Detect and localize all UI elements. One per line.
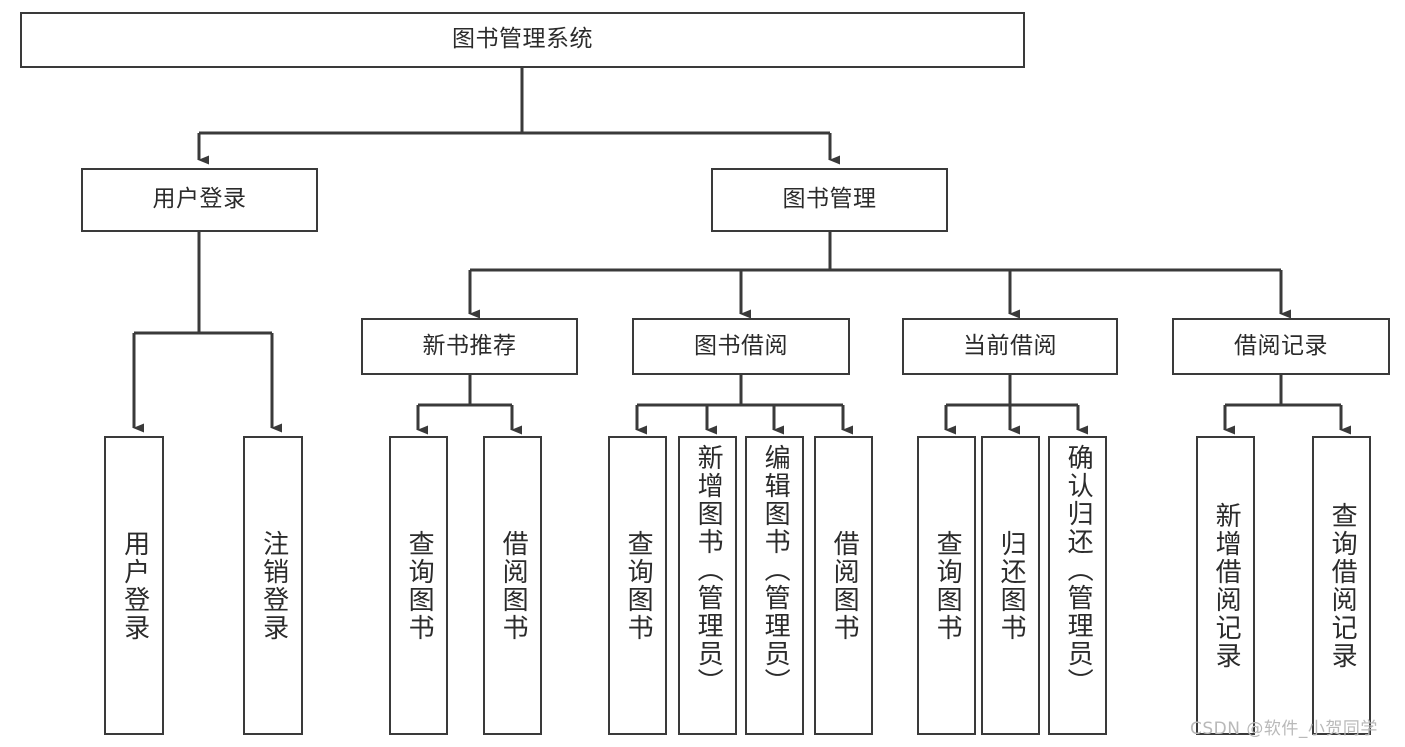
node-leaf-confirm-return[interactable]: 确认归还（管理员） — [1048, 436, 1107, 735]
node-book-management[interactable]: 图书管理 — [711, 168, 948, 232]
node-leaf-add-record[interactable]: 新增借阅记录 — [1196, 436, 1255, 735]
node-leaf-borrow-book-2[interactable]: 借阅图书 — [814, 436, 873, 735]
node-borrow-record-label: 借阅记录 — [1234, 332, 1328, 359]
node-leaf-query-book-3[interactable]: 查询图书 — [917, 436, 976, 735]
node-book-borrow-label: 图书借阅 — [694, 332, 788, 359]
node-leaf-query-book-1-label: 查询图书 — [404, 529, 435, 642]
node-leaf-query-record-label: 查询借阅记录 — [1327, 501, 1358, 670]
node-leaf-return-book-label: 归还图书 — [996, 529, 1027, 642]
node-leaf-borrow-book-2-label: 借阅图书 — [829, 529, 860, 642]
node-root-label: 图书管理系统 — [452, 26, 593, 53]
node-leaf-add-book-label: 新增图书（管理员） — [693, 444, 724, 696]
node-leaf-confirm-return-label: 确认归还（管理员） — [1063, 444, 1094, 696]
watermark-text: CSDN @软件_小贺同学 — [1190, 719, 1378, 739]
node-root[interactable]: 图书管理系统 — [20, 12, 1025, 68]
node-leaf-query-book-2-label: 查询图书 — [623, 529, 654, 642]
node-user-login[interactable]: 用户登录 — [81, 168, 318, 232]
node-leaf-query-book-3-label: 查询图书 — [932, 529, 963, 642]
node-current-borrow-label: 当前借阅 — [963, 332, 1057, 359]
node-leaf-query-record[interactable]: 查询借阅记录 — [1312, 436, 1371, 735]
node-leaf-borrow-book-1[interactable]: 借阅图书 — [483, 436, 542, 735]
node-leaf-add-record-label: 新增借阅记录 — [1211, 501, 1242, 670]
node-book-borrow[interactable]: 图书借阅 — [632, 318, 850, 375]
node-user-login-label: 用户登录 — [152, 186, 247, 213]
node-leaf-edit-book[interactable]: 编辑图书（管理员） — [745, 436, 804, 735]
node-leaf-user-login-label: 用户登录 — [119, 529, 150, 642]
node-leaf-logout-login-label: 注销登录 — [258, 529, 289, 642]
node-leaf-user-login[interactable]: 用户登录 — [104, 436, 164, 735]
node-current-borrow[interactable]: 当前借阅 — [902, 318, 1118, 375]
node-leaf-logout-login[interactable]: 注销登录 — [243, 436, 303, 735]
node-leaf-query-book-2[interactable]: 查询图书 — [608, 436, 667, 735]
node-leaf-borrow-book-1-label: 借阅图书 — [498, 529, 529, 642]
node-leaf-query-book-1[interactable]: 查询图书 — [389, 436, 448, 735]
node-new-book-recommend-label: 新书推荐 — [422, 332, 517, 359]
node-borrow-record[interactable]: 借阅记录 — [1172, 318, 1390, 375]
node-leaf-return-book[interactable]: 归还图书 — [981, 436, 1040, 735]
node-book-management-label: 图书管理 — [782, 186, 877, 213]
node-leaf-edit-book-label: 编辑图书（管理员） — [760, 444, 791, 696]
node-new-book-recommend[interactable]: 新书推荐 — [361, 318, 578, 375]
node-leaf-add-book[interactable]: 新增图书（管理员） — [678, 436, 737, 735]
